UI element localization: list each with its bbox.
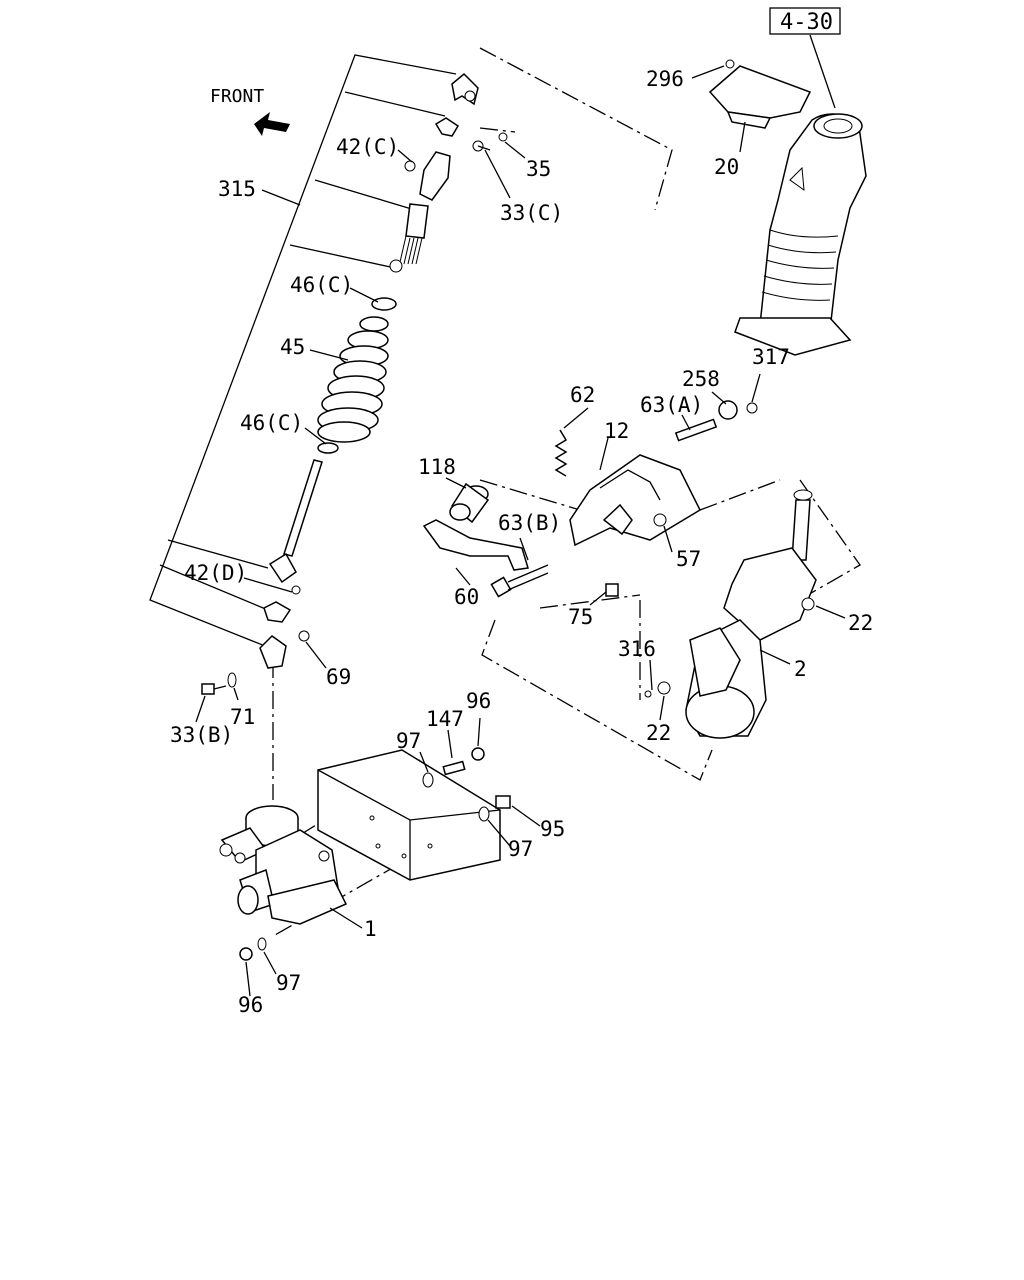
bolt-63b-part: [490, 564, 549, 598]
front-label: FRONT: [210, 86, 264, 107]
callout-2: 2: [794, 657, 807, 681]
callout-69: 69: [326, 665, 351, 689]
callout-63a: 63(A): [640, 393, 703, 417]
callout-71: 71: [230, 705, 255, 729]
callout-97-mid: 97: [508, 837, 533, 861]
callout-75: 75: [568, 605, 593, 629]
shift-boot-part: [734, 113, 867, 356]
callout-296: 296: [646, 67, 684, 91]
upper-shaft-part: [389, 151, 451, 273]
callout-42c-top: 42(C): [336, 135, 399, 159]
callout-63b: 63(B): [498, 511, 561, 535]
callout-45: 45: [280, 335, 305, 359]
lever-part: [422, 519, 529, 571]
callout-147: 147: [426, 707, 464, 731]
callout-57: 57: [676, 547, 701, 571]
lever-base-part: [644, 489, 817, 739]
reference-box: 4-30: [769, 7, 841, 35]
reference-box-label: 4-30: [780, 10, 833, 35]
cover-part: [708, 59, 812, 129]
callout-96-bottom: 96: [238, 993, 263, 1017]
sleeve-part: [449, 482, 490, 524]
callout-33b: 33(B): [170, 723, 233, 747]
callout-42d: 42(D): [184, 561, 247, 585]
callout-20: 20: [714, 155, 739, 179]
lower-shaft-part: [259, 459, 323, 669]
callout-96-top: 96: [466, 689, 491, 713]
callout-62: 62: [570, 383, 595, 407]
callout-97-bottom: 97: [276, 971, 301, 995]
callout-labels: 296 20 42(C) 35 33(C) 315 46(C) 45 46(C)…: [170, 67, 873, 1017]
callout-258: 258: [682, 367, 720, 391]
callout-118: 118: [418, 455, 456, 479]
frame-rail-part: [317, 749, 501, 881]
callout-12: 12: [604, 419, 629, 443]
callout-1: 1: [364, 917, 377, 941]
front-arrow-icon: [254, 112, 290, 136]
callout-35: 35: [526, 157, 551, 181]
callout-315: 315: [218, 177, 256, 201]
leader-lines: [195, 65, 846, 997]
shift-bracket-part: [554, 400, 758, 547]
callout-95: 95: [540, 817, 565, 841]
callout-316: 316: [618, 637, 656, 661]
callout-97-top: 97: [396, 729, 421, 753]
frame-fasteners-part: [239, 747, 511, 961]
callout-46c-bottom: 46(C): [240, 411, 303, 435]
callout-22-bottom: 22: [646, 721, 671, 745]
assembly-bracket-left: [149, 54, 457, 649]
callout-60: 60: [454, 585, 479, 609]
top-joint-parts: [434, 72, 508, 152]
callout-317: 317: [752, 345, 790, 369]
callout-33c: 33(C): [500, 201, 563, 225]
bolt-75-part: [605, 583, 619, 597]
callout-22-right: 22: [848, 611, 873, 635]
callout-46c-top: 46(C): [290, 273, 353, 297]
bellows-part: [317, 297, 397, 454]
shift-unit-part: [219, 805, 348, 925]
bolt-33b-part: [201, 672, 237, 695]
